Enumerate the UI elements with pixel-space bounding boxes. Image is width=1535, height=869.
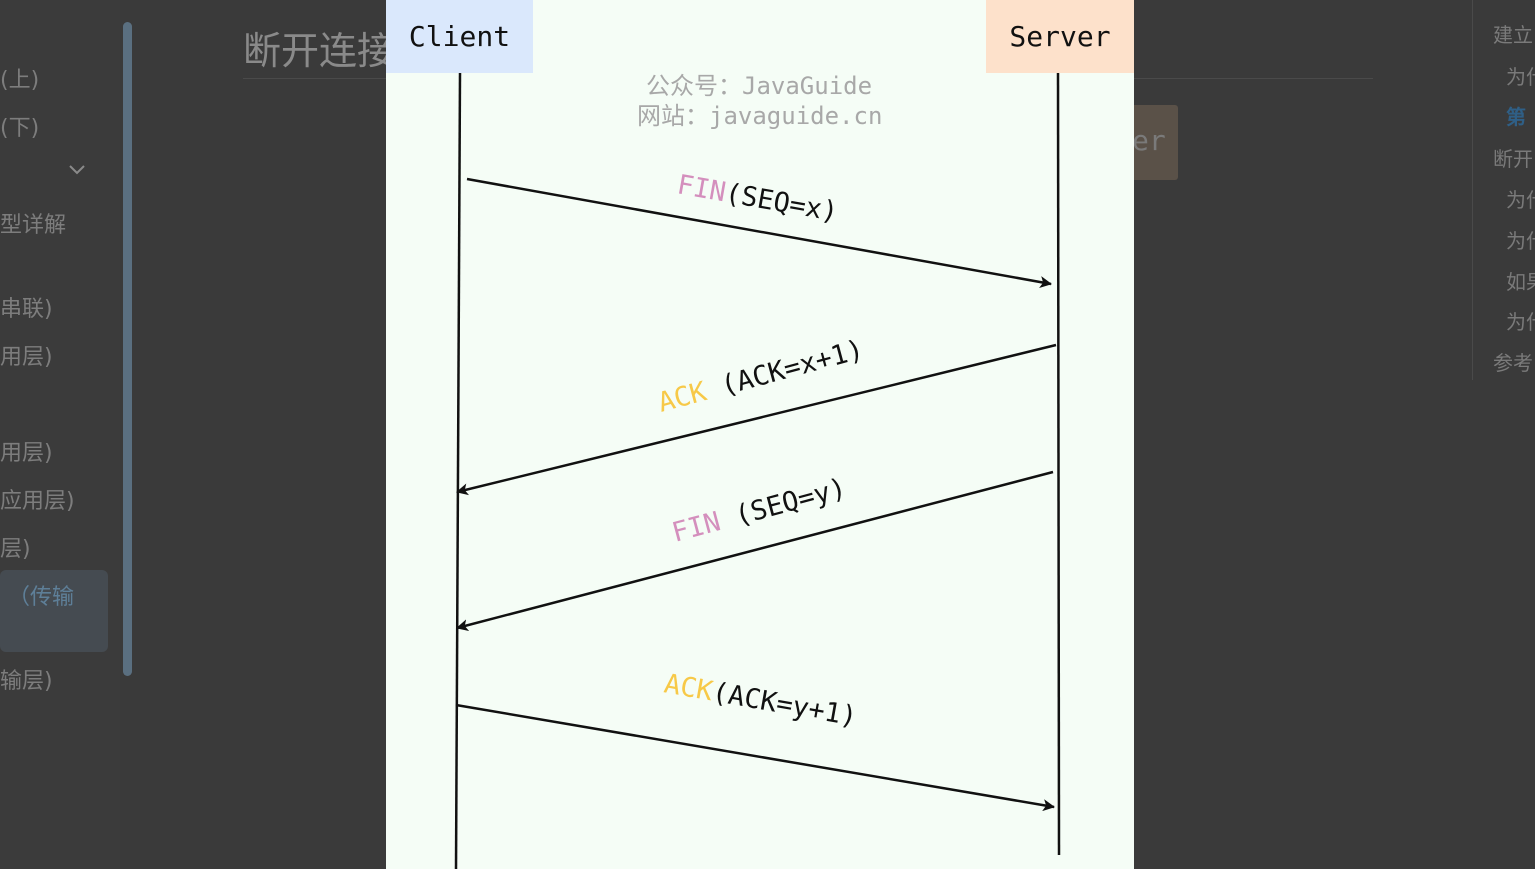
- server-lifeline: [1056, 72, 1061, 856]
- flag-fin: FIN: [675, 169, 728, 208]
- server-label: Server: [1009, 20, 1111, 53]
- toc-item[interactable]: 为什: [1506, 65, 1535, 89]
- sidebar-item[interactable]: (下): [0, 116, 40, 141]
- sidebar-scrollbar[interactable]: [123, 22, 132, 676]
- sidebar-active-highlight: [0, 570, 108, 652]
- table-of-contents: 建立 为什 第 断开 为什 为什 如果 为什 参考: [1472, 0, 1535, 380]
- sidebar-item-active[interactable]: （传输: [8, 585, 75, 610]
- toc-item[interactable]: 为什: [1506, 310, 1535, 334]
- message-arrow-1: [466, 177, 1052, 288]
- flag-fin: FIN: [669, 506, 724, 549]
- sidebar-nav: (上) (下) 型详解 串联) 用层) 用层) 应用层) 层) （传输 输层): [0, 0, 120, 869]
- sidebar-item[interactable]: 串联): [0, 297, 53, 322]
- message-detail: (SEQ=x): [723, 178, 840, 228]
- sidebar-item[interactable]: 用层): [0, 441, 53, 466]
- image-preview-overlay[interactable]: Client Server 公众号：JavaGuide 网站：javaguide…: [386, 0, 1134, 869]
- chevron-down-icon[interactable]: [67, 160, 87, 180]
- toc-item-active[interactable]: 第: [1506, 105, 1526, 129]
- message-label-4: ACK(ACK=y+1): [662, 668, 860, 732]
- message-label-1: FIN(SEQ=x): [675, 169, 840, 228]
- message-label-3: FIN (SEQ=y): [669, 473, 850, 549]
- message-arrow-2: [456, 343, 1057, 496]
- message-arrow-3: [456, 470, 1054, 632]
- sidebar-item[interactable]: 输层): [0, 669, 53, 694]
- sidebar-item[interactable]: 应用层): [0, 489, 75, 514]
- page-title: 断开连接: [243, 29, 396, 73]
- client-label: Client: [408, 20, 511, 53]
- watermark-line-2: 网站：javaguide.cn: [637, 102, 883, 130]
- background-diagram-text: er: [1132, 124, 1166, 157]
- sidebar-item[interactable]: 用层): [0, 345, 53, 370]
- flag-ack: ACK: [662, 668, 716, 707]
- flag-ack: ACK: [655, 376, 711, 419]
- sidebar-item[interactable]: (上): [0, 68, 40, 93]
- message-detail: (ACK=y+1): [710, 677, 859, 733]
- sidebar-item[interactable]: 型详解: [0, 213, 67, 238]
- message-arrow-4: [455, 703, 1055, 812]
- message-detail: (ACK=x+1): [702, 334, 867, 406]
- background-diagram-fragment: [1128, 105, 1178, 180]
- toc-item[interactable]: 为什: [1506, 229, 1535, 253]
- message-label-2: ACK (ACK=x+1): [655, 334, 867, 419]
- toc-item[interactable]: 如果: [1506, 270, 1535, 294]
- toc-item[interactable]: 建立: [1493, 23, 1533, 47]
- toc-item[interactable]: 断开: [1493, 147, 1533, 171]
- toc-item[interactable]: 参考: [1493, 351, 1533, 375]
- sequence-arrows: FIN(SEQ=x) ACK (ACK=x+1) FIN (SEQ=y) ACK…: [454, 72, 1061, 869]
- client-actor-box: Client: [386, 0, 533, 73]
- server-actor-box: Server: [986, 0, 1134, 73]
- toc-item[interactable]: 为什: [1506, 188, 1535, 212]
- message-detail: (SEQ=y): [716, 473, 850, 537]
- client-lifeline: [454, 72, 462, 869]
- sidebar-item[interactable]: 层): [0, 537, 31, 562]
- watermark-line-1: 公众号：JavaGuide: [646, 72, 873, 100]
